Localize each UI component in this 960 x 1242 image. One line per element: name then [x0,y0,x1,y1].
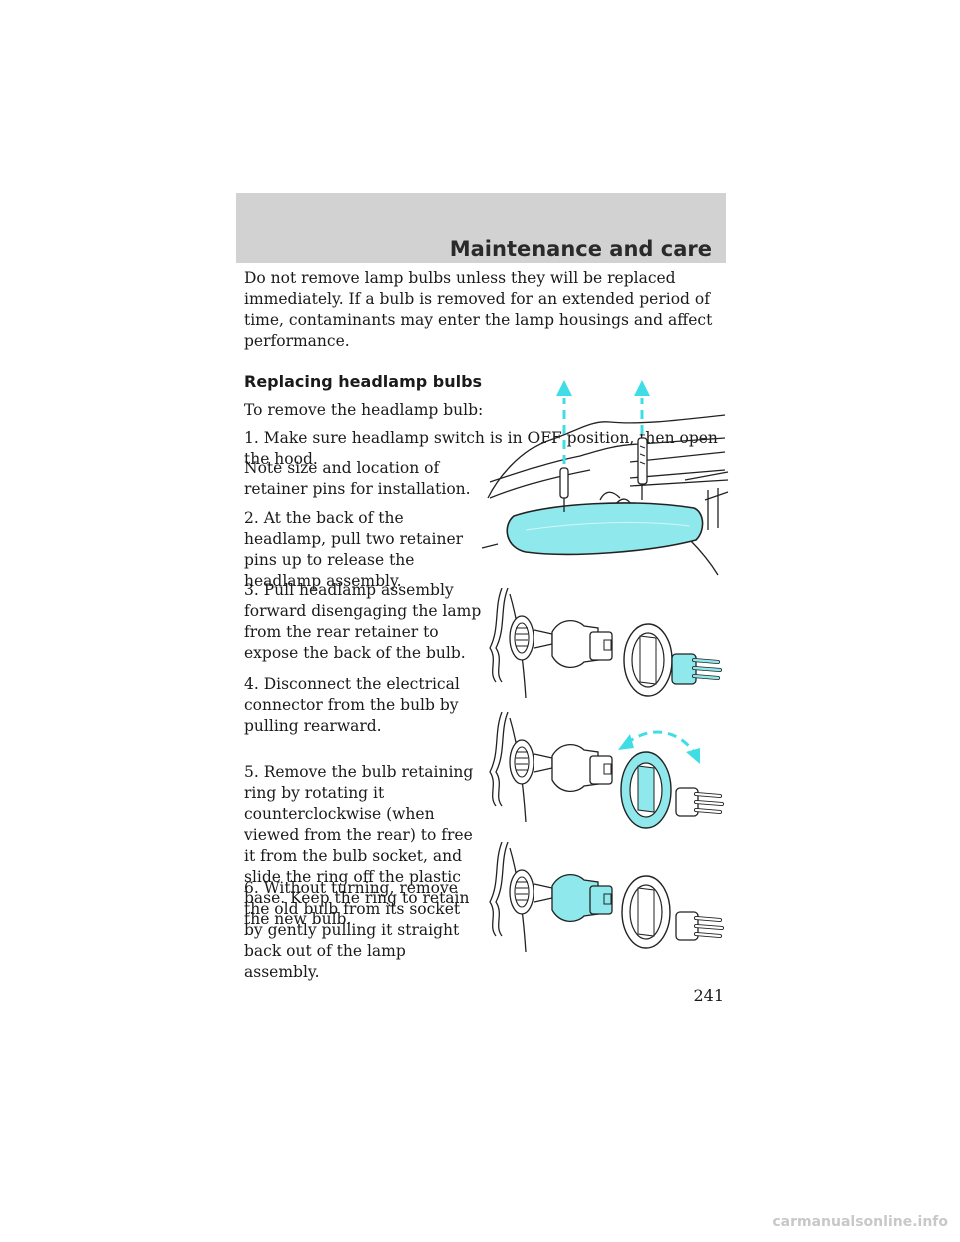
lead-paragraph: To remove the headlamp bulb: [244,401,484,419]
section-title: Maintenance and care [449,237,712,261]
subheading: Replacing headlamp bulbs [244,372,483,391]
intro-paragraph: Do not remove lamp bulbs unless they wil… [244,269,713,350]
rotate-retaining-ring-figure [489,712,724,829]
step-1: 1. Make sure headlamp switch is in OFF p… [244,429,718,468]
page-number: 241 [693,986,724,1005]
disconnect-connector-figure [489,588,722,699]
headlamp-retainer-pins-figure [481,380,729,576]
step-4: 4. Disconnect the electrical connector f… [244,675,460,735]
note-paragraph: Note size and location of retainer pins … [244,459,471,498]
step-6: 6. Without turning, remove the old bulb … [244,879,461,981]
remove-bulb-figure [489,842,724,953]
step-3: 3. Pull headlamp assembly forward diseng… [244,581,482,662]
header-band: Maintenance and care [236,193,726,263]
watermark: carmanualsonline.info [772,1214,948,1230]
step-2: 2. At the back of the headlamp, pull two… [244,509,464,590]
step-5: 5. Remove the bulb retaining ring by rot… [244,763,474,928]
